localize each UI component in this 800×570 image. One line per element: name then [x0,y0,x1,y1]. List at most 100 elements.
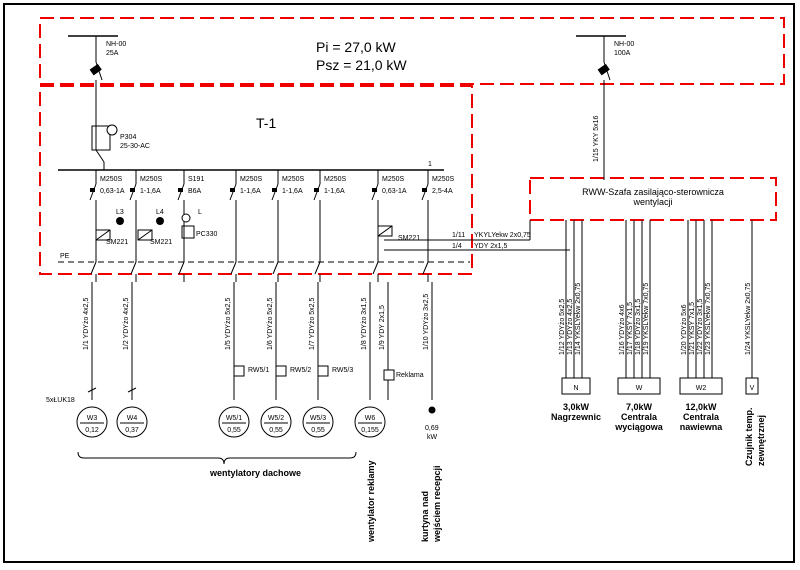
feeder-to-rww: 1/11 YKYLYekw 2x0,75 1/4 YDY 2x1,5 [384,220,570,251]
isolator-switch-reklama [383,369,395,381]
roof-isolator-icon [87,387,97,393]
load-power: 7,0kW [626,402,653,412]
motor-W6: W6 0,155 [354,406,386,438]
output-cable-label: 1/1 YDYżo 4x2,5 [83,297,90,350]
breaker-setting: 1-1,6A [140,188,161,195]
right-cable-label: 1/13 YDYżo 4x2,5 [567,299,574,355]
motor-id: W4 [127,415,138,422]
load-name-2: nawiewna [680,422,724,432]
right-cable-label: 1/22 YDYżo 3x1,5 [697,299,704,355]
lamp-l4-icon [156,217,164,225]
right-cable-label: 1/18 YDYżo 3x1,5 [635,299,642,355]
switch-rw2-label: RW5/2 [290,367,311,374]
right-fuse-rating: 100A [614,50,631,57]
output-cable-label: 1/5 YDYżo 5x2,5 [225,297,232,350]
board-t1-boundary [39,85,473,275]
motor-power: 0,37 [125,427,139,434]
breaker-trip-icon [178,188,183,192]
feeder-bottom-cable: YDY 2x1,5 [474,243,507,250]
main-fuse-type: NH-00 [106,41,126,48]
right-fuse: NH-00 100A 1/15 YKY 5x16 [576,35,634,180]
breaker-trip-icon [422,188,427,192]
load-code: N [573,385,578,392]
isolator-switch-rw3 [317,365,329,377]
group-label: wentylatory dachowe [209,468,301,478]
switch-rw1-label: RW5/1 [248,367,269,374]
curtain-label-1: kurtyna nad [420,491,430,542]
motor-W3: W30,12 [76,406,108,438]
motor-id: W6 [365,415,376,422]
load-code: W2 [696,385,707,392]
output-cable-label: 1/9 YDY 2x1,5 [379,305,386,350]
switch-note: 5xŁUK18 [46,397,75,404]
breaker-setting: 0,63-1A [100,188,125,195]
right-cable-label: 1/20 YDYżo 5x6 [681,304,688,355]
bus-marker: 1 [428,161,432,168]
load-power: 3,0kW [563,402,590,412]
right-cable-label: 1/12 YDYżo 5x2,5 [559,299,566,355]
feeder-top-num: 1/11 [452,232,465,239]
group-brace [77,451,357,465]
motor-power: 0,155 [361,427,379,434]
isolator-switch-rw2 [275,365,287,377]
load-power: 12,0kW [685,402,717,412]
motor-id: W5/1 [226,415,242,422]
breaker-type: M250S [282,176,305,183]
contactor-pc-label: PC330 [196,231,218,238]
outer-frame [3,3,795,563]
motor-power: 0,55 [311,427,325,434]
load-code: W [636,385,643,392]
feeder-top-cable: YKYLYekw 2x0,75 [474,232,531,239]
right-cable-label: 1/17 YKSY 7x1,5 [627,302,634,355]
contactor-1-label: SM221 [106,239,128,246]
curtain-power: 0,69 [425,425,439,432]
lamp-l3-label: L3 [116,209,124,216]
main-fuse-rating: 25A [106,50,119,57]
meter-type: P304 [120,134,136,141]
load-name: Centrala [621,412,658,422]
lamp-l-label: L [198,209,202,216]
curtain-unit: kW [427,434,438,441]
breaker-setting: 1-1,6A [282,188,303,195]
motor-W4: W4 0,37 [116,406,148,438]
breaker-type: M250S [140,176,163,183]
lamp-l4-label: L4 [156,209,164,216]
motor-W5/1: W5/1 0,55 [218,406,250,438]
meter-range: 25-30-AC [120,143,150,150]
pe-label: PE [60,253,70,260]
installed-power: Pi = 27,0 kW [316,39,397,55]
motor-id: W3 [87,415,98,422]
breaker-setting: 2,5-4A [432,188,453,195]
output-cable-label: 1/10 YDYżo 3x2,5 [423,294,430,350]
meter-p304: P304 25-30-AC [91,124,150,170]
right-cable-label: 1/23 YKSLYekw 7x0,75 [705,283,712,355]
right-fuse-type: NH-00 [614,41,634,48]
breaker-5: M250S 1-1,6A [271,170,305,282]
rww-load-4: V [745,377,759,395]
contactor-2-label: SM221 [150,239,172,246]
output-cable-label: 1/6 YDYżo 5x2,5 [267,297,274,350]
breaker-setting: B6A [188,188,202,195]
right-cable-label: 1/19 YKSLYekw 7x0,75 [643,283,650,355]
motor-power: 0,55 [269,427,283,434]
board-title: T-1 [256,115,276,131]
motor-power: 0,55 [227,427,241,434]
load-code: V [750,385,755,392]
contactor-sm221-3: SM221 [377,225,420,242]
curtain-load: 0,69 kW [425,406,439,441]
right-cable-label: 1/16 YDYżo 4x6 [619,304,626,355]
right-cable-label: 1/14 YKSLYekw 2x0,75 [575,283,582,355]
breaker-setting: 1-1,6A [324,188,345,195]
switch-reklama-label: Reklama [396,372,424,379]
breaker-setting: 0,63-1A [382,188,407,195]
